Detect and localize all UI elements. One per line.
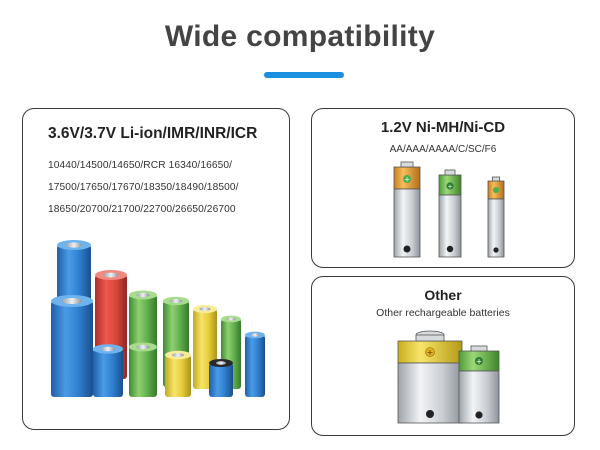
- aaa-battery: [487, 176, 505, 258]
- green-cell-short: [129, 342, 157, 397]
- other-battery-group-image: + +: [397, 330, 500, 424]
- blue-cell-short: [209, 359, 233, 397]
- liion-model-line: 17500/17650/17670/18350/18490/18500/: [48, 182, 239, 193]
- liion-card: 3.6V/3.7V Li-ion/IMR/INR/ICR 10440/14500…: [22, 108, 290, 430]
- nimh-heading: 1.2V Ni-MH/Ni-CD: [380, 119, 506, 136]
- svg-text:+: +: [476, 357, 482, 366]
- liion-model-line: 18650/20700/21700/22700/26650/26700: [48, 204, 236, 215]
- svg-text:+: +: [447, 183, 452, 191]
- nimh-battery-group-image: + +: [393, 161, 505, 258]
- nimh-sizes: AA/AAA/AAAA/C/SC/F6: [389, 144, 497, 155]
- page-title: Wide compatibility: [164, 20, 436, 53]
- blue-cell-wide: [51, 295, 93, 397]
- title-underline: [264, 72, 344, 78]
- d-cell-battery: +: [397, 330, 463, 424]
- liion-model-list: 10440/14500/14650/RCR 16340/16650/ 17500…: [48, 155, 288, 221]
- aa-battery: +: [438, 169, 462, 258]
- svg-text:+: +: [427, 348, 434, 357]
- nimh-card: 1.2V Ni-MH/Ni-CD AA/AAA/AAAA/C/SC/F6 +: [311, 108, 575, 268]
- other-subtitle: Other rechargeable batteries: [376, 307, 510, 319]
- liion-model-line: 10440/14500/14650/RCR 16340/16650/: [48, 160, 233, 171]
- blue-cell-slim: [245, 331, 265, 397]
- liion-heading: 3.6V/3.7V Li-ion/IMR/INR/ICR: [48, 125, 258, 142]
- yellow-cell-short: [165, 350, 191, 397]
- c-cell-battery: +: [458, 345, 500, 424]
- other-card: Other Other rechargeable batteries +: [311, 276, 575, 436]
- other-heading: Other: [424, 287, 462, 303]
- blue-cell-short: [93, 344, 123, 397]
- liion-battery-group-image: [51, 240, 265, 397]
- svg-text:+: +: [404, 176, 410, 184]
- aa-battery: +: [393, 161, 421, 258]
